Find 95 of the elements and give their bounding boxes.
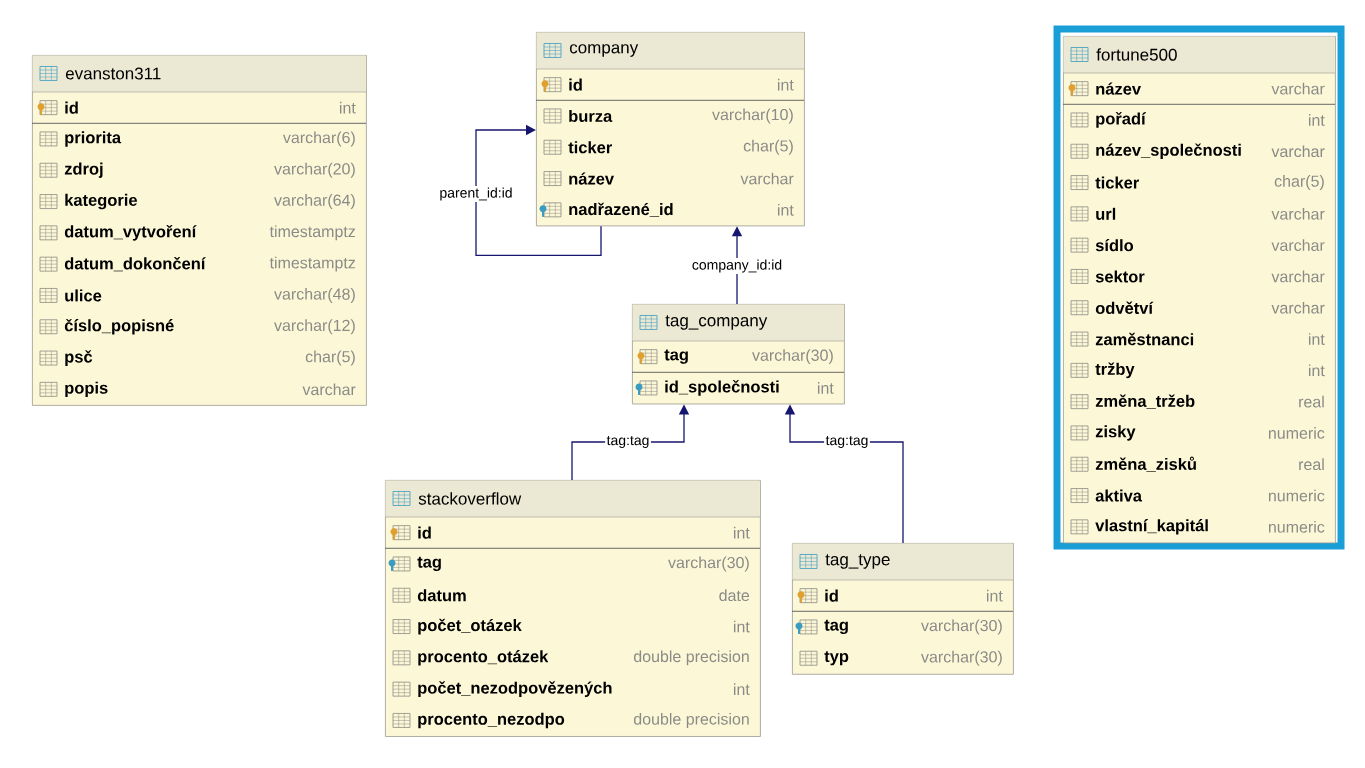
column-name: datum_vytvoření bbox=[64, 225, 197, 241]
column-type: timestamptz bbox=[269, 225, 355, 241]
column-type: int bbox=[734, 620, 750, 633]
column-name: datum bbox=[417, 589, 466, 602]
column-name: typ bbox=[824, 651, 849, 666]
column-type: varchar bbox=[1271, 239, 1325, 251]
column-name: zisky bbox=[1095, 425, 1136, 441]
column-type: varchar bbox=[1271, 208, 1325, 220]
column-type: int bbox=[340, 101, 356, 114]
column-type: int bbox=[1308, 364, 1325, 377]
table-name: company bbox=[569, 44, 639, 57]
column-name: kategorie bbox=[65, 193, 137, 210]
column-type: varchar bbox=[740, 172, 794, 185]
column-type: numeric bbox=[1268, 489, 1325, 502]
column-name: zdroj bbox=[64, 162, 103, 178]
column-type: varchar(64) bbox=[274, 194, 355, 209]
column-name: tag bbox=[824, 619, 848, 635]
column-name: procento_nezodpo bbox=[418, 712, 565, 729]
edge-label: parent_id:id bbox=[437, 185, 515, 202]
column-type: varchar bbox=[1271, 145, 1325, 158]
arrow bbox=[475, 124, 602, 256]
column-name: název bbox=[1096, 82, 1141, 95]
column-type: timestamptz bbox=[269, 256, 355, 272]
column-type: char(5) bbox=[743, 139, 793, 155]
column-type: char(5) bbox=[1274, 175, 1324, 190]
column-name: burza bbox=[569, 109, 613, 122]
column-name: odvětví bbox=[1095, 301, 1154, 314]
column-name: tržby bbox=[1095, 362, 1135, 379]
column-type: int bbox=[734, 683, 750, 695]
column-name: aktiva bbox=[1095, 489, 1143, 502]
column-type: varchar(48) bbox=[274, 288, 355, 303]
column-name: název bbox=[569, 172, 614, 185]
table-name: tag_company bbox=[665, 315, 768, 330]
column-type: int bbox=[778, 204, 794, 216]
column-type: varchar(6) bbox=[282, 131, 355, 147]
column-type: int bbox=[1308, 333, 1325, 345]
column-name: vlastní_kapitál bbox=[1095, 519, 1208, 535]
edge-label: tag:tag bbox=[824, 434, 870, 450]
column-name: id bbox=[65, 101, 78, 114]
column-type: real bbox=[1299, 395, 1324, 408]
column-name: změna_zisků bbox=[1095, 456, 1196, 472]
column-name: počet_otázek bbox=[418, 618, 522, 635]
column-name: priorita bbox=[65, 131, 122, 147]
column-name: zaměstnanci bbox=[1095, 332, 1194, 346]
column-type: varchar(10) bbox=[712, 108, 793, 124]
column-type: varchar(20) bbox=[274, 162, 355, 178]
column-name: datum_dokončení bbox=[64, 257, 206, 272]
column-name: ticker bbox=[1095, 176, 1139, 189]
edge-label: company_id:id bbox=[690, 257, 784, 274]
column-type: int bbox=[778, 78, 794, 91]
column-type: numeric bbox=[1268, 427, 1325, 439]
column-name: počet_nezodpovězených bbox=[418, 681, 612, 697]
column-name: tag bbox=[664, 349, 688, 364]
column-type: varchar(30) bbox=[921, 619, 1002, 635]
column-type: int bbox=[734, 526, 750, 539]
column-name: popis bbox=[65, 381, 108, 398]
column-name: id_společnosti bbox=[665, 380, 779, 396]
column-type: varchar bbox=[1271, 270, 1325, 283]
column-name: tag bbox=[417, 556, 441, 572]
edge-label: tag:tag bbox=[605, 434, 651, 450]
column-name: číslo_popisné bbox=[64, 318, 174, 335]
column-name: psč bbox=[65, 350, 93, 366]
column-type: real bbox=[1299, 458, 1324, 471]
column-type: varchar(30) bbox=[668, 556, 749, 572]
table-name: tag_type bbox=[825, 554, 890, 569]
column-name: změna_tržeb bbox=[1095, 394, 1195, 409]
column-type: varchar(30) bbox=[752, 349, 833, 365]
table-name: evanston311 bbox=[65, 67, 161, 80]
column-name: název_společnosti bbox=[1096, 143, 1241, 160]
column-name: id bbox=[418, 526, 431, 539]
column-type: double precision bbox=[633, 713, 749, 728]
column-name: url bbox=[1096, 207, 1116, 220]
column-type: varchar bbox=[1271, 301, 1325, 314]
column-type: int bbox=[987, 589, 1003, 602]
table-name: fortune500 bbox=[1096, 48, 1177, 61]
column-name: ticker bbox=[568, 141, 612, 154]
column-type: varchar(30) bbox=[921, 650, 1002, 666]
column-type: int bbox=[1308, 114, 1325, 126]
column-name: sektor bbox=[1095, 270, 1145, 283]
column-name: pořadí bbox=[1096, 112, 1147, 128]
column-name: nadřazené_id bbox=[569, 202, 673, 217]
column-type: numeric bbox=[1268, 520, 1325, 533]
column-type: varchar(12) bbox=[274, 319, 355, 335]
column-name: sídlo bbox=[1095, 239, 1134, 252]
column-type: varchar bbox=[1271, 82, 1325, 95]
column-name: id bbox=[825, 589, 838, 602]
column-type: int bbox=[818, 382, 834, 394]
table-name: stackoverflow bbox=[418, 492, 522, 505]
column-name: procento_otázek bbox=[418, 650, 549, 666]
column-type: varchar bbox=[302, 383, 356, 396]
column-type: double precision bbox=[633, 650, 749, 666]
column-type: date bbox=[719, 589, 750, 602]
column-type: char(5) bbox=[305, 350, 355, 366]
column-name: ulice bbox=[65, 289, 102, 302]
column-name: id bbox=[569, 78, 582, 91]
